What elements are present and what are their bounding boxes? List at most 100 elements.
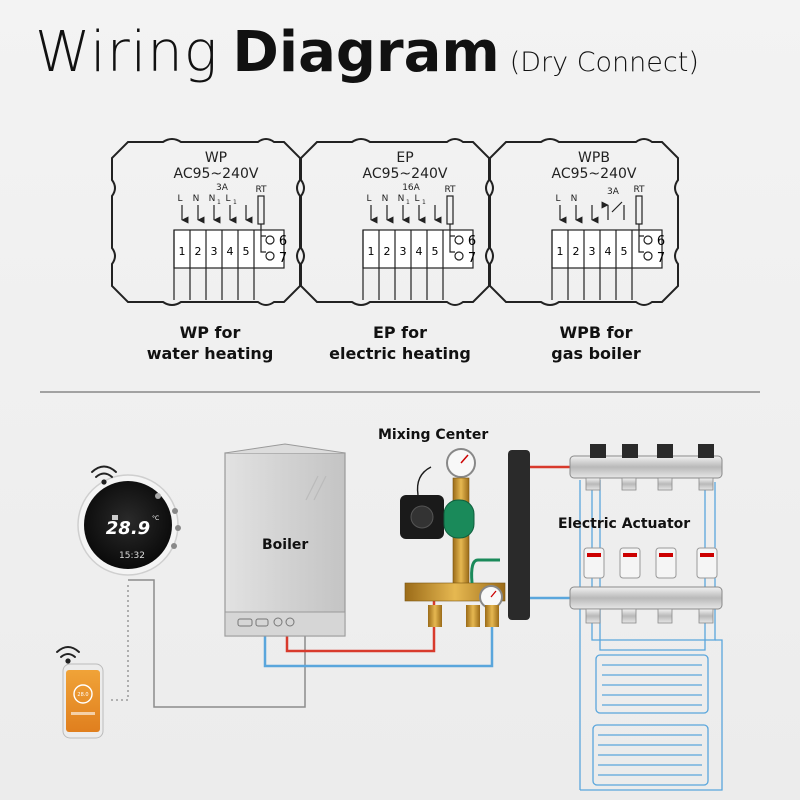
thermostat-time: 15:32 (119, 551, 145, 561)
terminal-label-l: L (177, 194, 182, 204)
terminal-sub-n1: 1 (406, 199, 410, 206)
terminal-7: 7 (279, 251, 287, 266)
flow-meter-tops (590, 444, 714, 458)
terminal-3: 3 (400, 245, 407, 258)
rt-sensor-icon (635, 195, 643, 225)
terminal-sub-l1: 1 (422, 199, 426, 206)
return-manifold-bar (569, 586, 723, 610)
title-dry-connect: (Dry Connect) (509, 47, 699, 78)
terminal-3: 3 (589, 245, 596, 258)
electric-actuator-icon (696, 547, 718, 579)
module-outline (489, 138, 679, 306)
electric-actuator-icon (619, 547, 641, 579)
phone-dial (73, 684, 93, 704)
terminal-5: 5 (432, 245, 439, 258)
module-rating: 16A (402, 183, 420, 193)
module-ep: EP AC95~240V 16A L N N L 1 1 RT 1 2 (300, 138, 490, 306)
wifi-icon-phone (56, 646, 80, 664)
phone-temp: 28.0 (77, 692, 88, 698)
caption-wpb-line2: gas boiler (551, 344, 641, 363)
circulation-pump (443, 499, 475, 539)
caption-ep-line1: EP for (372, 323, 428, 342)
terminal-6: 6 (279, 234, 287, 249)
rt-label: RT (444, 185, 456, 195)
boiler (224, 443, 346, 637)
terminal-4: 4 (227, 245, 234, 258)
label-boiler: Boiler (262, 537, 309, 553)
terminal-6: 6 (657, 234, 665, 249)
terminal-label-n1: N (398, 194, 405, 204)
terminal-label-n1: N (209, 194, 216, 204)
control-cable (128, 579, 306, 708)
boiler-knob (273, 617, 283, 627)
terminal-6-screw (454, 235, 464, 245)
terminal-6-screw (643, 235, 653, 245)
module-outline (111, 138, 301, 306)
terminal-7: 7 (657, 251, 665, 266)
caption-wp: WP for water heating (110, 322, 310, 364)
module-rating: 3A (607, 187, 620, 197)
terminal-2: 2 (573, 245, 580, 258)
terminal-label-n: N (193, 194, 200, 204)
label-mixing-center: Mixing Center (378, 427, 489, 443)
caption-wp-line2: water heating (146, 344, 274, 363)
power-icon (172, 508, 178, 514)
terminal-label-l1: L (414, 194, 419, 204)
heat-mode-icon (112, 515, 118, 520)
module-wp: WP AC95~240V 3A L N N L 1 1 RT 1 2 (111, 138, 301, 306)
electric-actuator-icon (655, 547, 677, 579)
terminal-7: 7 (468, 251, 476, 266)
terminal-arrows (370, 205, 442, 224)
terminal-7-screw (643, 251, 653, 261)
caption-ep-line2: electric heating (329, 344, 471, 363)
terminal-4: 4 (605, 245, 612, 258)
module-name: EP (396, 150, 413, 166)
actuators (583, 547, 718, 579)
label-electric-actuator: Electric Actuator (558, 516, 691, 532)
terminal-4: 4 (416, 245, 423, 258)
electric-actuator-icon (583, 547, 605, 579)
boiler-knob (285, 617, 295, 627)
thermostat-device: 28.9 °C 15:32 (77, 465, 181, 576)
thermostat-temp: 28.9 (106, 518, 150, 539)
smartphone: 28.0 (56, 646, 104, 739)
caption-ep: EP for electric heating (300, 322, 500, 364)
terminal-label-n: N (382, 194, 389, 204)
rt-label: RT (255, 185, 267, 195)
plus-icon (175, 525, 181, 531)
mixing-bar (508, 450, 530, 620)
thermostat-display (84, 481, 172, 569)
terminal-5: 5 (621, 245, 628, 258)
wireless-link (108, 585, 129, 701)
phone-screen (66, 670, 100, 732)
terminal-arrows (181, 205, 253, 224)
module-voltage: AC95~240V (552, 166, 637, 182)
terminal-1: 1 (179, 245, 186, 258)
terminal-6: 6 (468, 234, 476, 249)
terminal-2: 2 (384, 245, 391, 258)
floor-heating-manifold (569, 444, 723, 624)
terminal-label-l: L (555, 194, 560, 204)
cold-return-pipe (263, 620, 494, 668)
terminal-block (551, 229, 663, 269)
terminal-label-l: L (366, 194, 371, 204)
terminal-1: 1 (557, 245, 564, 258)
rt-sensor-icon (257, 195, 265, 225)
terminal-arrows (559, 201, 625, 224)
mixing-center (400, 448, 530, 627)
module-outline (300, 138, 490, 306)
manifold-outlets (585, 477, 714, 624)
supply-manifold-bar (569, 455, 723, 479)
terminal-sub-n1: 1 (217, 199, 221, 206)
boiler-button (237, 618, 253, 627)
terminal-7-screw (454, 251, 464, 261)
menu-dot-icon (155, 493, 161, 499)
rt-label: RT (633, 185, 645, 195)
terminal-6-screw (265, 235, 275, 245)
title-wiring: Wiring (35, 20, 219, 85)
minus-icon (171, 543, 177, 549)
rt-sensor-icon (446, 195, 454, 225)
